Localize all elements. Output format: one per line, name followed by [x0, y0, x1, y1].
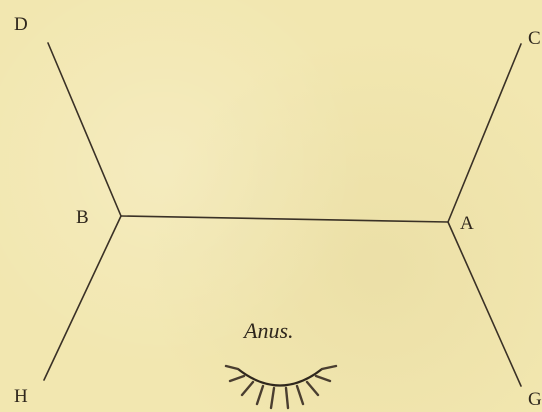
- edge-B-H: [44, 216, 121, 380]
- vertex-label-D: D: [14, 14, 28, 35]
- vertex-label-C: C: [528, 28, 541, 49]
- edge-B-A: [121, 216, 448, 222]
- vertex-label-H: H: [14, 386, 28, 407]
- edge-A-G: [448, 222, 521, 386]
- anus-illustration: [226, 366, 336, 408]
- vertex-label-G: G: [528, 389, 542, 410]
- vertex-label-B: B: [76, 207, 89, 228]
- vertex-label-A: A: [460, 213, 474, 234]
- edge-A-C: [448, 44, 521, 222]
- edge-D-B: [48, 43, 121, 216]
- anus-label: Anus.: [242, 318, 294, 343]
